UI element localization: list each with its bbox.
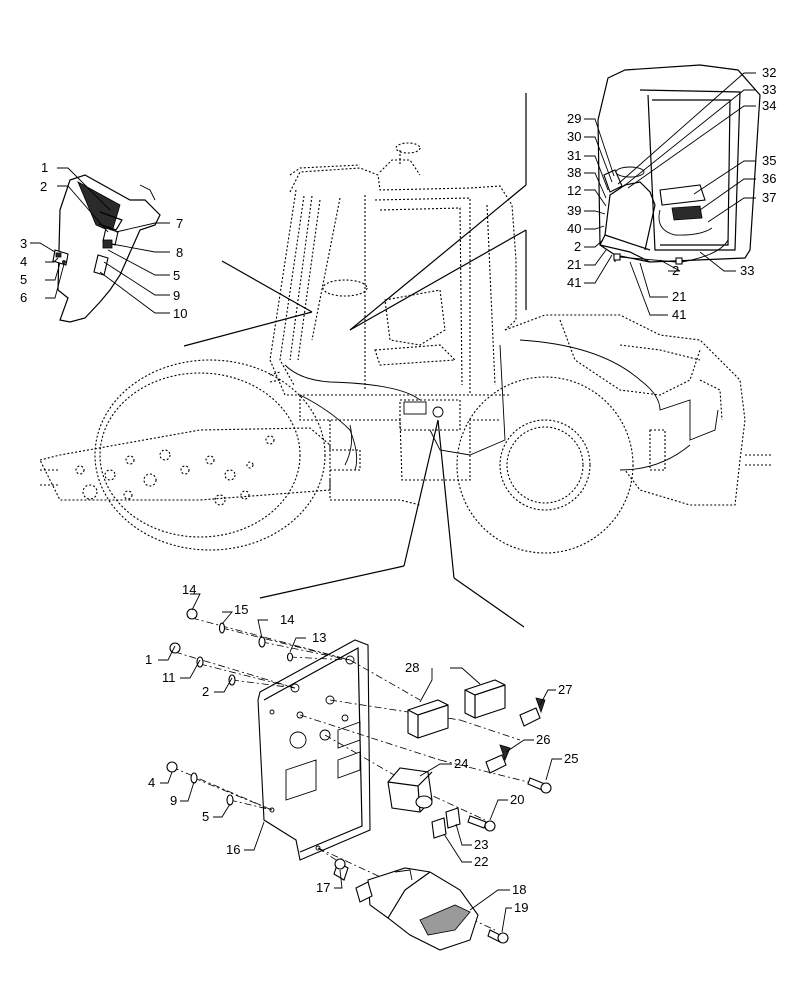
callout-36: 36 [762,171,776,186]
callout-27: 27 [558,682,572,697]
callout-41: 41 [567,275,581,290]
roller-machine [39,93,772,628]
dash-panel-detail [30,167,170,323]
callout-35: 35 [762,153,776,168]
callout-6: 6 [20,290,27,305]
callout-21: 21 [672,289,686,304]
callout-30: 30 [567,129,581,144]
callout-5: 5 [173,268,180,283]
callout-10: 10 [173,306,187,321]
callout-26: 26 [536,732,550,747]
callout-14: 14 [182,582,196,597]
callout-9: 9 [170,793,177,808]
callout-28: 28 [405,660,419,675]
callout-5: 5 [202,809,209,824]
callout-33: 33 [740,263,754,278]
callout-39: 39 [567,203,581,218]
callout-31: 31 [567,148,581,163]
exploded-view [158,593,562,951]
callout-33: 33 [762,82,776,97]
callout-labels: 1 2 3 4 5 6 7 8 5 9 10 29 30 31 38 12 39… [20,65,776,915]
callout-19: 19 [514,900,528,915]
callout-1: 1 [41,160,48,175]
callout-7: 7 [176,216,183,231]
callout-13: 13 [312,630,326,645]
callout-3: 3 [20,236,27,251]
callout-4: 4 [148,775,155,790]
callout-16: 16 [226,842,240,857]
callout-18: 18 [512,882,526,897]
callout-14: 14 [280,612,294,627]
callout-17: 17 [316,880,330,895]
callout-15: 15 [234,602,248,617]
callout-20: 20 [510,792,524,807]
callout-21: 21 [567,257,581,272]
callout-41: 41 [672,307,686,322]
callout-34: 34 [762,98,776,113]
callout-5: 5 [20,272,27,287]
callout-37: 37 [762,190,776,205]
callout-2: 2 [574,239,581,254]
callout-11: 11 [162,670,176,685]
callout-32: 32 [762,65,776,80]
callout-40: 40 [567,221,581,236]
callout-29: 29 [567,111,581,126]
callout-2: 2 [202,684,209,699]
callout-24: 24 [454,756,468,771]
callout-9: 9 [173,288,180,303]
callout-22: 22 [474,854,488,869]
callout-25: 25 [564,751,578,766]
callout-23: 23 [474,837,488,852]
callout-38: 38 [567,165,581,180]
callout-2: 2 [40,179,47,194]
callout-12: 12 [567,183,581,198]
cab-interior-detail [584,64,761,316]
callout-8: 8 [176,245,183,260]
callout-2: 2 [672,263,679,278]
callout-1: 1 [145,652,152,667]
callout-4: 4 [20,254,27,269]
